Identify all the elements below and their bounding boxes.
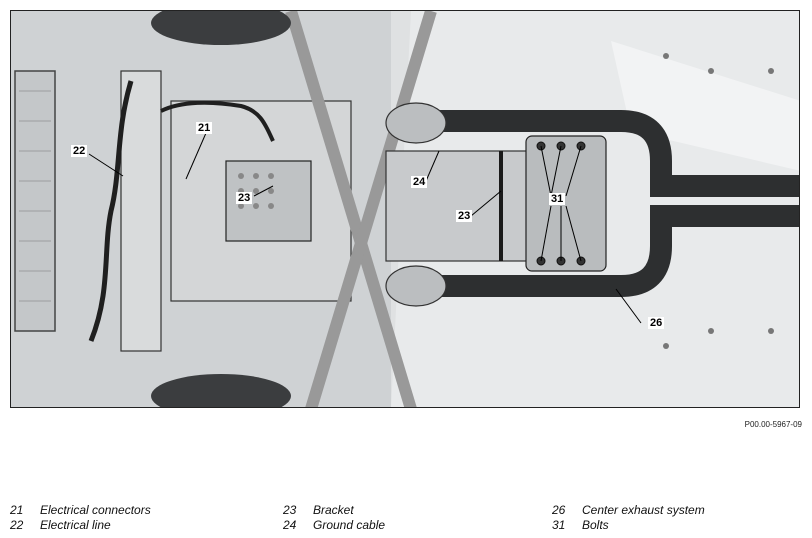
legend-text: Electrical connectors bbox=[40, 503, 151, 517]
figure-code: P00.00-5967-09 bbox=[744, 420, 802, 429]
legend-item: 24 Ground cable bbox=[283, 518, 385, 533]
bolts bbox=[536, 141, 586, 266]
legend-text: Ground cable bbox=[313, 518, 386, 532]
front-wheel-bottom bbox=[151, 374, 291, 407]
callout-24: 24 bbox=[411, 176, 428, 188]
legend-number: 31 bbox=[552, 518, 566, 532]
floor-holes bbox=[663, 53, 774, 349]
electrical-line bbox=[88, 80, 134, 342]
radiator-fins bbox=[19, 90, 51, 302]
floor-highlight bbox=[611, 41, 799, 171]
radiator bbox=[14, 70, 56, 332]
legend-item: 22 Electrical line bbox=[10, 518, 151, 533]
legend-column-1: 21 Electrical connectors 22 Electrical lin… bbox=[10, 503, 151, 533]
legend-number: 23 bbox=[283, 503, 297, 517]
exhaust-flange-plate bbox=[525, 135, 607, 272]
catalytic-converter-upper bbox=[385, 102, 447, 144]
callout-31: 31 bbox=[549, 193, 566, 205]
legend-number: 21 bbox=[10, 503, 24, 517]
legend-item: 23 Bracket bbox=[283, 503, 385, 518]
legend-column-3: 26 Center exhaust system 31 Bolts bbox=[552, 503, 705, 533]
transmission-pan bbox=[385, 150, 537, 262]
legend-number: 22 bbox=[10, 518, 24, 532]
front-wheel-top bbox=[151, 11, 291, 45]
callout-21: 21 bbox=[196, 122, 213, 134]
legend-text: Center exhaust system bbox=[582, 503, 705, 517]
legend-text: Bracket bbox=[313, 503, 354, 517]
exhaust-pipe-upper bbox=[431, 110, 799, 197]
x-brace-1 bbox=[285, 11, 417, 407]
legend-item: 31 Bolts bbox=[552, 518, 705, 533]
vehicle-underbody-illustration: 21 22 23 24 23 31 26 bbox=[10, 10, 800, 408]
underbody-drawing bbox=[11, 11, 799, 407]
leader-lines bbox=[88, 132, 642, 324]
callout-22: 22 bbox=[71, 145, 88, 157]
electrical-line-upper bbox=[160, 100, 275, 142]
legend-number: 26 bbox=[552, 503, 566, 517]
catalytic-converter-lower bbox=[385, 265, 447, 307]
legend-text: Electrical line bbox=[40, 518, 111, 532]
callout-26: 26 bbox=[648, 317, 665, 329]
legend-column-2: 23 Bracket 24 Ground cable bbox=[283, 503, 385, 533]
legend-item: 21 Electrical connectors bbox=[10, 503, 151, 518]
callout-23-left: 23 bbox=[236, 192, 253, 204]
legend-number: 24 bbox=[283, 518, 297, 532]
exhaust-pipe-lower bbox=[431, 205, 799, 297]
legend-text: Bolts bbox=[582, 518, 609, 532]
x-brace-2 bbox=[305, 11, 437, 407]
callout-23-right: 23 bbox=[456, 210, 473, 222]
legend-item: 26 Center exhaust system bbox=[552, 503, 705, 518]
front-crossmember bbox=[120, 70, 162, 352]
